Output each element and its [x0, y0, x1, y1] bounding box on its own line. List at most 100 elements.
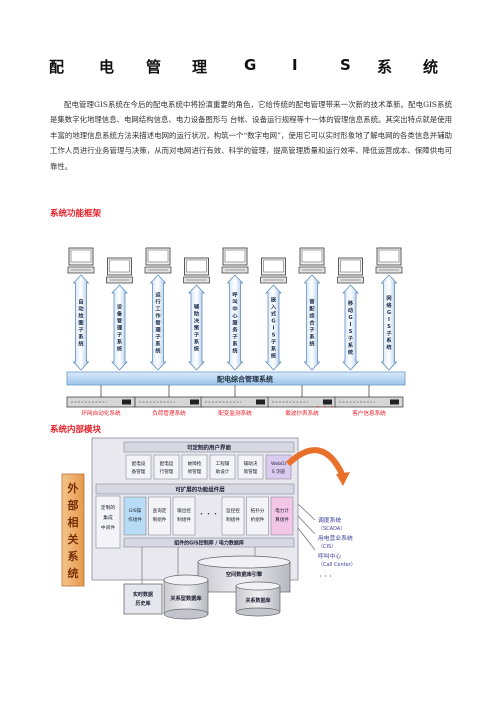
subsystem-label: 运 [155, 291, 161, 299]
ui-module-label: 配电设 [132, 460, 146, 467]
subsystem-label: S [387, 324, 391, 330]
external-system-name: （SCADA） [318, 526, 345, 532]
external-system-label: 载波抄表系统 [285, 409, 319, 417]
ui-module-label: 工程辅 [216, 460, 230, 467]
function-component-label: 拓扑分 [251, 507, 265, 514]
subsystem-arrow [111, 284, 128, 371]
subsystem-label: 图 [78, 319, 83, 327]
subsystem-label: 绘 [78, 312, 84, 320]
subsystem-label: 理 [117, 324, 123, 332]
external-system-label: 负荷管理系统 [152, 409, 186, 417]
subsystem-label: 统 [348, 348, 354, 356]
title-char: 配 [49, 58, 65, 76]
ui-module-box [153, 454, 180, 480]
function-component-box [123, 496, 147, 536]
subsystem-arrow [265, 284, 282, 371]
title-char: S [340, 56, 351, 74]
external-systems-char: 系 [68, 549, 79, 563]
function-component-box [221, 496, 245, 536]
middleware-label: 中间件 [101, 524, 116, 531]
subsystem-label: 子 [386, 330, 392, 337]
ui-module-label: 策管理 [244, 468, 258, 475]
realtime-db-box [123, 583, 163, 615]
subsystem-label: 设 [117, 303, 123, 311]
ui-module-box [209, 454, 236, 480]
subsystem-label: 统 [309, 340, 315, 348]
function-component-label: 电力计 [275, 507, 289, 514]
function-layer-header: 可扩展的功能组件层 [175, 486, 225, 494]
computer-icon [221, 247, 249, 274]
subsystem-arrow [72, 274, 90, 371]
middleware-label: 集成 [103, 514, 113, 521]
subsystem-label: 辅 [194, 303, 200, 311]
ui-module-label: 配电运 [160, 460, 174, 467]
subsystem-arrow [188, 284, 205, 371]
intro-paragraph: 配电管理GIS系统在今后的配电系统中将扮演重要的角色，它给传统的配电管理带来一次… [50, 100, 452, 171]
function-component-box [270, 496, 294, 536]
middleware-label: 定制的 [101, 504, 116, 511]
subsystem-label: 子 [117, 332, 123, 339]
subsystem-label: 务 [232, 326, 238, 334]
external-system-label: 配变监测系统 [218, 409, 252, 417]
subsystem-label: 服 [232, 319, 238, 327]
subsystem-label: I [388, 317, 390, 323]
subsystem-label: 心 [232, 312, 238, 320]
subsystem-label: 统 [78, 340, 84, 348]
subsystem-label: 中 [232, 305, 237, 313]
subsystem-label: 备 [116, 310, 123, 318]
db-engine-label: 空间数据库引擎 [226, 570, 263, 578]
subsystem-label: 配 [309, 305, 315, 313]
title-char: G [244, 56, 257, 74]
relational-db-label: 关系型数据库 [170, 594, 202, 602]
subsystem-label: 系 [271, 345, 276, 353]
external-systems-char: 关 [68, 532, 79, 546]
server-icon [200, 396, 270, 408]
subsystem-arrow [303, 274, 321, 371]
external-systems-panel [61, 473, 85, 587]
subsystem-label: 统 [386, 343, 392, 351]
computer-icon [337, 257, 364, 284]
title-char: 理 [192, 58, 208, 76]
subsystem-label: S [272, 333, 276, 339]
function-component-box [148, 496, 171, 536]
subsystem-label: 统 [271, 352, 277, 360]
page-title: 配 电 管 理 G I S 系 统 [0, 56, 496, 80]
external-system-label: 环网自动化系统 [81, 409, 121, 417]
subsystem-label: 策 [194, 324, 200, 332]
ui-module-box [265, 454, 292, 480]
ui-module-label: S 浏览 [272, 468, 286, 475]
section-heading-modules: 系统内部模块 [50, 425, 102, 435]
more-components-label: ・・・ [198, 510, 219, 518]
computer-icon [67, 247, 95, 274]
function-component-label: 监控控 [226, 507, 240, 514]
ui-module-label: 辅助决 [244, 460, 258, 467]
function-component-box [246, 496, 269, 536]
ui-module-label: 修管理 [188, 468, 202, 475]
subsystem-arrow [149, 274, 167, 371]
function-component-label: 输出控 [177, 507, 191, 514]
subsystem-label: 系 [309, 333, 314, 341]
subsystem-label: G [387, 310, 391, 316]
subsystem-label: 统 [117, 345, 123, 353]
subsystem-arrow [342, 284, 359, 371]
main-system-bar [66, 371, 406, 386]
computer-icon [260, 257, 287, 284]
title-char: 系 [377, 58, 393, 76]
subsystem-label: I [273, 326, 275, 332]
subsystem-label: S [349, 329, 353, 335]
external-system-label: 客户信息系统 [352, 409, 386, 417]
ui-module-label: 故障抢 [188, 460, 202, 467]
ui-module-label: 备管理 [132, 468, 146, 475]
subsystem-label: 动 [78, 305, 83, 313]
computer-icon [106, 257, 133, 284]
external-systems-char: 相 [68, 515, 79, 529]
subsystem-label: 叫 [232, 298, 237, 306]
subsystem-label: 动 [348, 306, 353, 314]
subsystem-label: 管 [155, 319, 160, 327]
title-char: 统 [423, 58, 439, 76]
subsystem-label: 网 [386, 294, 391, 302]
ui-module-box [181, 454, 208, 480]
title-char: 管 [146, 58, 162, 76]
computer-icon [375, 247, 403, 274]
subsystem-label: 嵌 [271, 296, 277, 304]
